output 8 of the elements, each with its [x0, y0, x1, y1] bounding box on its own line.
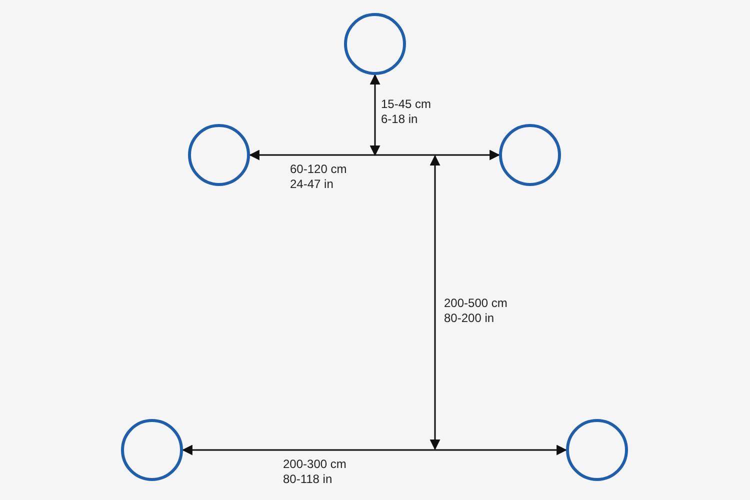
dimension-arrow — [182, 444, 568, 456]
circle-marker — [566, 419, 628, 481]
circle-marker — [499, 124, 561, 186]
dimension-arrow — [248, 150, 500, 160]
circle-marker — [121, 419, 183, 481]
dimension-arrow — [370, 74, 380, 156]
circle-marker — [188, 124, 250, 186]
circle-marker — [344, 13, 406, 75]
